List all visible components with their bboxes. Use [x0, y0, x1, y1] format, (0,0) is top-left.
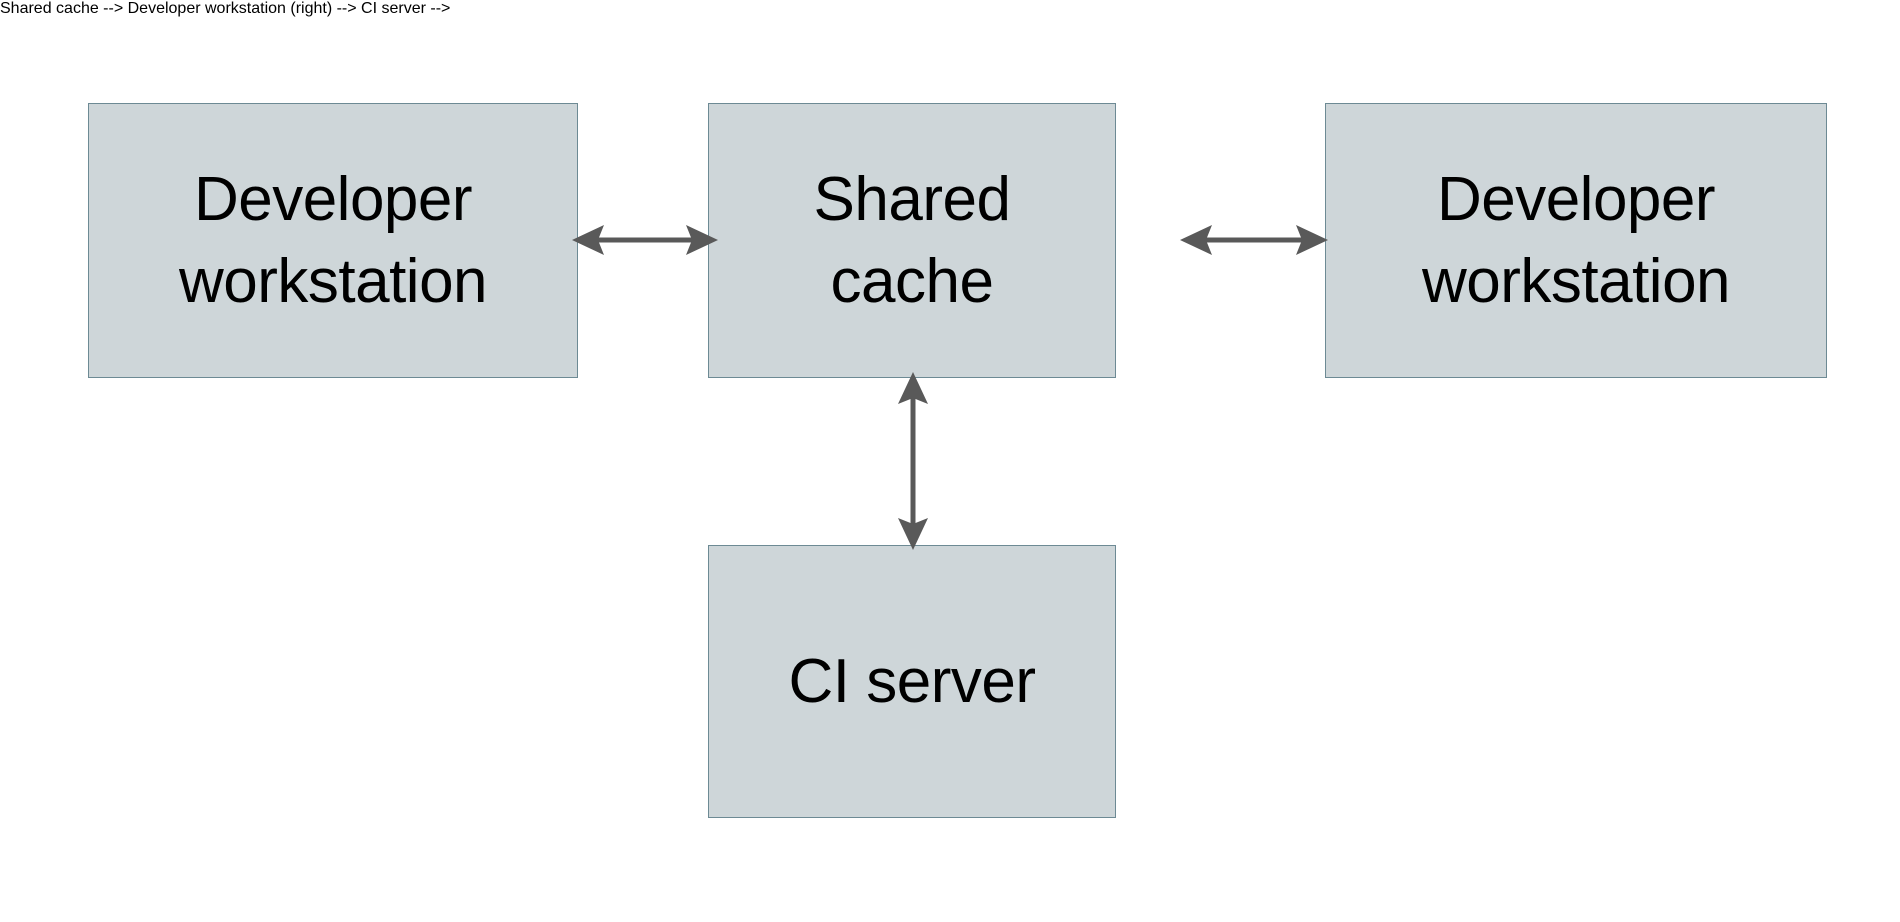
node-ci-server[interactable]: CI server [708, 545, 1116, 818]
node-label: Developer workstation [1421, 164, 1731, 316]
connector-shared-cache-to-ci-server [898, 372, 928, 550]
connector-dev-left-to-shared-cache [572, 225, 718, 255]
node-label: Shared cache [813, 164, 1011, 316]
node-developer-workstation-right[interactable]: Developer workstation [1325, 103, 1827, 378]
double-arrow-icon [572, 225, 718, 255]
node-shared-cache[interactable]: Shared cache [708, 103, 1116, 378]
node-label: Developer workstation [178, 164, 488, 316]
double-arrow-icon [1180, 225, 1328, 255]
node-label: CI server [788, 646, 1036, 716]
node-developer-workstation-left[interactable]: Developer workstation [88, 103, 578, 378]
double-arrow-icon [898, 372, 928, 550]
connector-shared-cache-to-dev-right [1180, 225, 1328, 255]
